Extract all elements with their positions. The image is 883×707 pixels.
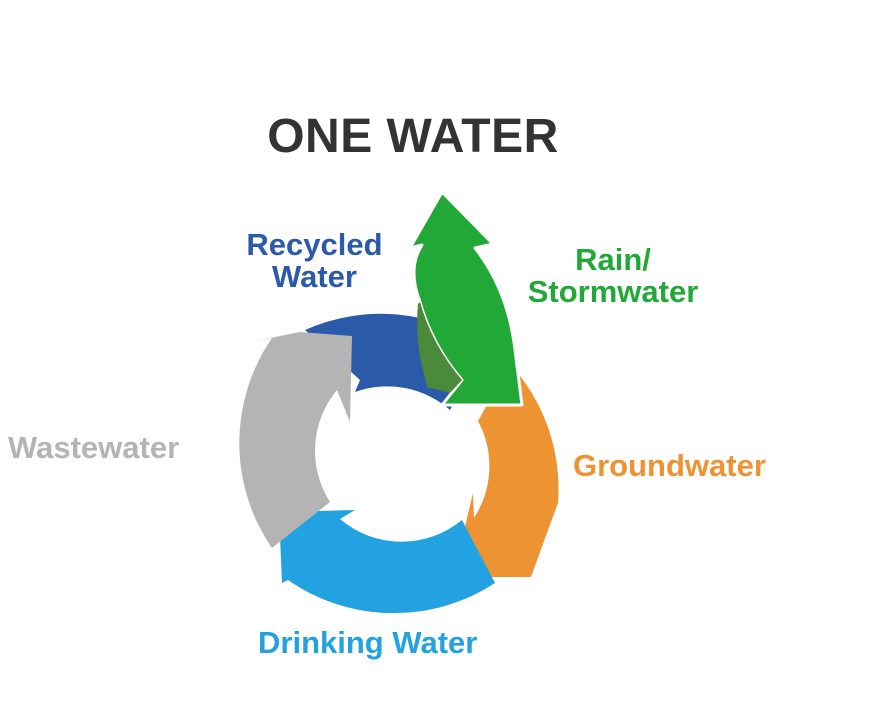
rain-stormwater-label-line2: Stormwater [527,274,699,310]
wastewater-label: Wastewater [8,430,180,465]
drinking-water-arrow [279,510,495,614]
wastewater-arrow [239,332,352,548]
rain-recycled-overlap [417,302,462,393]
diagram-title: ONE WATER [267,110,559,163]
rain-stormwater-label-line1: Rain/ [575,242,651,277]
groundwater-arrow [453,364,559,577]
rain-stormwater-label: Rain/ Stormwater [488,242,738,310]
recycled-water-label: Recycled Water [212,227,417,295]
recycled-water-label-line2: Water [272,259,357,295]
drinking-water-label: Drinking Water [258,625,478,660]
recycled-water-label-line1: Recycled [246,227,383,262]
groundwater-label: Groundwater [573,448,766,483]
